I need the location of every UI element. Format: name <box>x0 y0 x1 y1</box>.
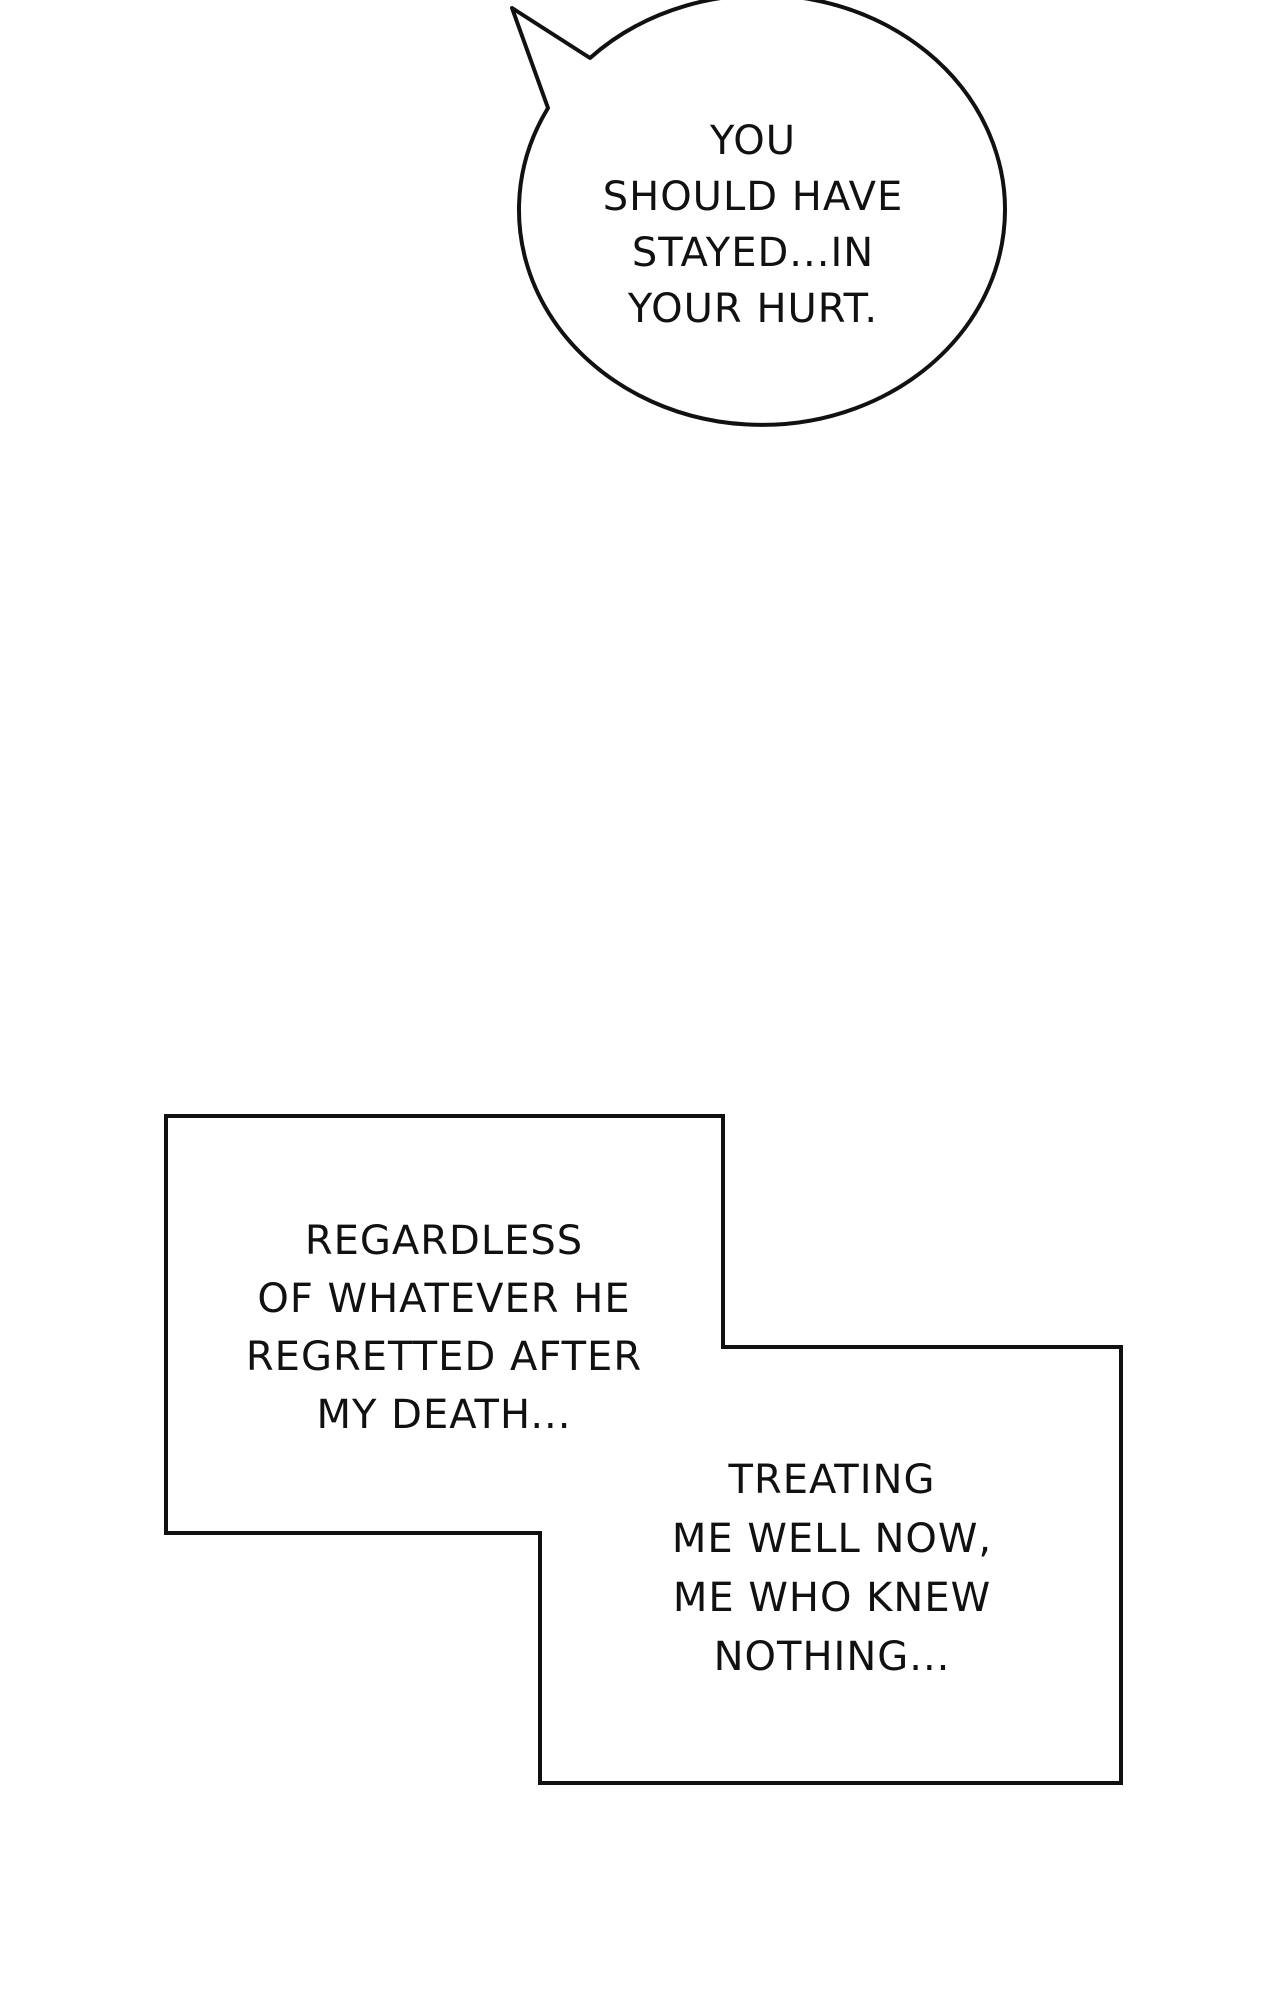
narration-line: REGARDLESS <box>304 1218 584 1264</box>
narration-line: ME WELL NOW, <box>671 1516 993 1562</box>
narration-line: OF WHATEVER HE <box>257 1276 631 1322</box>
speech-bubble-outline <box>510 0 1007 427</box>
speech-bubble-text: YOU SHOULD HAVE STAYED...IN YOUR HURT. <box>603 113 904 337</box>
speech-line: SHOULD HAVE <box>602 174 904 220</box>
speech-line: YOUR HURT. <box>627 286 879 332</box>
narration-box-outline <box>164 1114 1123 1785</box>
narration-text-1: REGARDLESS OF WHATEVER HE REGRETTED AFTE… <box>246 1212 642 1444</box>
narration-line: TREATING <box>728 1457 936 1503</box>
narration-line: REGRETTED AFTER <box>245 1334 643 1380</box>
speech-line: STAYED...IN <box>631 230 875 276</box>
narration-text-2: TREATING ME WELL NOW, ME WHO KNEW NOTHIN… <box>672 1451 992 1687</box>
narration-line: NOTHING... <box>713 1634 951 1680</box>
speech-line: YOU <box>709 118 796 164</box>
narration-line: ME WHO KNEW <box>672 1575 992 1621</box>
narration-line: MY DEATH... <box>316 1392 572 1438</box>
